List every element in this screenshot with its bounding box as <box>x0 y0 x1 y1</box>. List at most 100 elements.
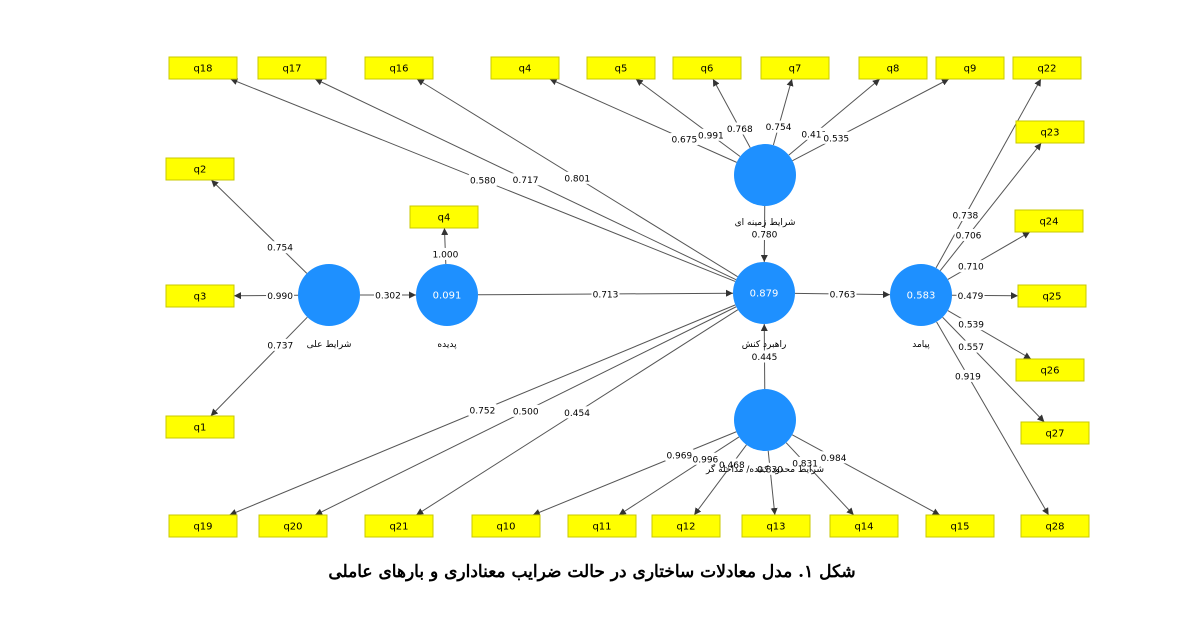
edge-label-group: 0.738 <box>951 209 980 222</box>
edge-context-q6 <box>712 78 751 148</box>
edge-label-group: 0.713 <box>591 288 620 301</box>
indicator-label: q20 <box>283 522 302 533</box>
edge-label-bg <box>591 288 620 300</box>
edge-label-bg <box>954 228 983 241</box>
edge-weight-label: 0.830 <box>757 465 783 475</box>
indicator-label: q5 <box>615 64 628 75</box>
indicator-q19: q19 <box>168 514 238 538</box>
indicator-box <box>567 514 637 538</box>
latent-intervening: شرایط محدود کننده/ مداخله گر <box>705 389 824 475</box>
indicator-q4: q4 <box>490 56 560 80</box>
indicator-label: q27 <box>1045 429 1064 440</box>
indicator-box <box>257 56 327 80</box>
indicator-box <box>829 514 899 538</box>
edge-outcome-q27 <box>942 316 1045 423</box>
edge-label-bg <box>800 127 829 140</box>
edge-label-group: 0.831 <box>791 456 820 469</box>
indicator-box <box>586 56 656 80</box>
edge-label-bg <box>468 403 497 416</box>
indicator-label: q4 <box>438 213 451 224</box>
edge-weight-label: 0.991 <box>698 131 724 141</box>
edge-label-group: 0.984 <box>819 451 848 464</box>
indicator-label: q2 <box>194 165 207 176</box>
edge-label-group: 0.768 <box>725 122 754 135</box>
indicator-label: q21 <box>389 522 408 533</box>
indicator-label: q9 <box>964 64 977 75</box>
indicator-label: q6 <box>701 64 714 75</box>
edge-label-group: 1.000 <box>431 247 460 260</box>
indicator-box <box>1014 209 1084 233</box>
indicator-q17: q17 <box>257 56 327 80</box>
edge-label-group: 0.754 <box>266 241 295 254</box>
edge-label-bg <box>957 340 986 353</box>
indicator-q1: q1 <box>165 415 235 439</box>
indicator-box <box>165 157 235 181</box>
indicator-box <box>471 514 541 538</box>
indicator-q20: q20 <box>258 514 328 538</box>
edge-label-group: 0.801 <box>563 171 592 184</box>
edge-outcome-q23 <box>939 142 1042 272</box>
edge-label-group: 0.539 <box>957 318 986 331</box>
indicator-box <box>1020 421 1090 445</box>
indicator-box <box>1015 358 1085 382</box>
edge-weight-label: 0.763 <box>830 291 856 301</box>
edge-weight-label: 0.754 <box>766 123 792 133</box>
indicator-q10: q10 <box>471 514 541 538</box>
edge-label-bg <box>696 128 725 141</box>
edge-label-bg <box>511 173 540 186</box>
edge-context-q8 <box>788 78 881 156</box>
indicator-q13: q13 <box>741 514 811 538</box>
indicator-label: q15 <box>950 522 969 533</box>
edge-intervening-q12 <box>693 444 747 516</box>
indicator-q6: q6 <box>672 56 742 80</box>
indicator-label: q13 <box>766 522 785 533</box>
latent-circle <box>734 389 796 451</box>
latent-name: پیامد <box>912 340 930 350</box>
edge-weight-label: 0.411 <box>801 130 827 140</box>
edge-label-bg <box>670 133 699 146</box>
edge-label-bg <box>819 451 848 464</box>
edge-label-bg <box>822 131 851 144</box>
edge-label-group: 0.500 <box>511 404 540 417</box>
edge-label-bg <box>956 289 985 302</box>
edge-label-group: 0.557 <box>957 340 986 353</box>
edge-weight-label: 0.780 <box>752 231 778 241</box>
edge-label-bg <box>374 289 402 301</box>
edge-label-group: 0.752 <box>468 403 497 416</box>
indicator-q8: q8 <box>858 56 928 80</box>
edge-label-group: 0.580 <box>468 174 497 187</box>
latent-r2-value: 0.091 <box>433 291 462 302</box>
edge-weight-label: 0.535 <box>823 134 849 144</box>
edge-label-group: 0.302 <box>374 289 402 302</box>
edge-weight-label: 0.710 <box>958 263 984 273</box>
edge-label-bg <box>665 449 694 462</box>
indicator-box <box>168 56 238 80</box>
edge-causal-q2 <box>210 179 308 274</box>
indicator-q14: q14 <box>829 514 899 538</box>
edge-label-bg <box>956 260 985 273</box>
edge-label-group: 0.991 <box>696 128 725 141</box>
indicator-box <box>168 514 238 538</box>
indicator-box <box>925 514 995 538</box>
edge-label-bg <box>953 369 982 382</box>
edge-label-bg <box>266 241 295 254</box>
indicator-q24: q24 <box>1014 209 1084 233</box>
indicator-box <box>760 56 830 80</box>
edge-weight-label: 1.000 <box>433 250 459 260</box>
edge-causal-q1 <box>210 316 308 417</box>
edge-weight-label: 0.919 <box>955 372 981 382</box>
edge-weight-label: 0.737 <box>267 341 293 351</box>
indicator-label: q8 <box>887 64 900 75</box>
indicator-label: q26 <box>1040 366 1059 377</box>
edge-label-group: 0.454 <box>563 406 592 419</box>
edge-context-q5 <box>635 78 741 157</box>
indicator-q23: q23 <box>1015 120 1085 144</box>
edge-weight-label: 0.801 <box>564 174 590 184</box>
edge-weight-label: 0.302 <box>375 292 401 302</box>
indicator-q2: q2 <box>165 157 235 181</box>
edge-label-group: 0.737 <box>266 338 295 351</box>
edge-weight-label: 0.479 <box>958 292 984 302</box>
indicator-label: q28 <box>1045 522 1064 533</box>
edge-weight-label: 0.557 <box>958 343 984 353</box>
